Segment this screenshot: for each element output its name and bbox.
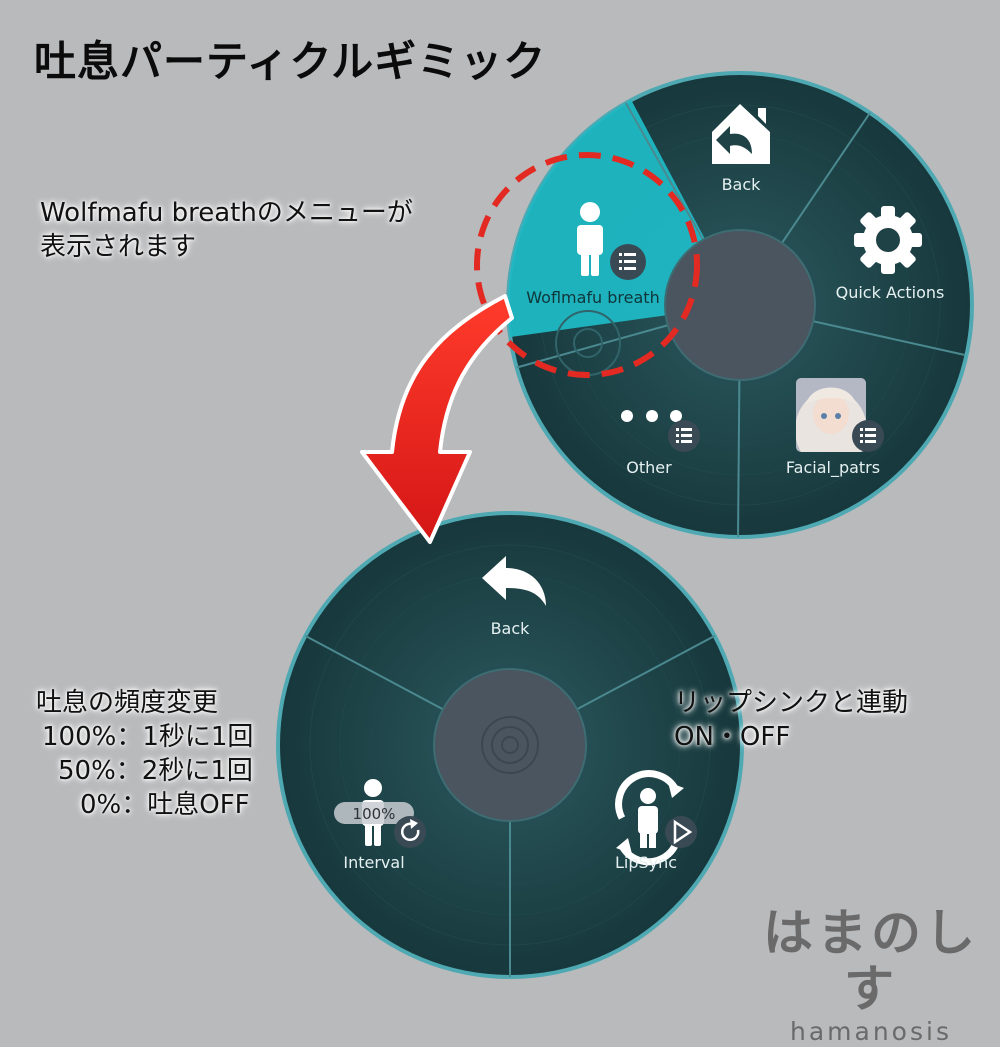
person-icon xyxy=(577,202,603,276)
menu-note: Wolfmafu breathのメニューが 表示されます xyxy=(40,196,413,264)
menu-note-line: Wolfmafu breathのメニューが xyxy=(40,198,413,228)
bottom-center-hub[interactable] xyxy=(433,668,587,822)
breath-label: Woflmafu breath xyxy=(526,288,659,307)
facial-label: Facial_patrs xyxy=(786,458,880,478)
top-menu-quick-actions-item[interactable]: Quick Actions xyxy=(836,206,945,302)
brand-logo: はまのしす hamanosis xyxy=(752,905,990,1047)
page-title: 吐息パーティクルギミック xyxy=(34,37,547,86)
bottom-menu-interval-item[interactable]: 100% Interval xyxy=(334,779,426,872)
top-menu-back-item[interactable]: Back xyxy=(712,104,770,194)
interval-label: Interval xyxy=(343,853,404,872)
lipsync-note-line: ON・OFF xyxy=(674,722,791,752)
radial-value-badge xyxy=(334,802,414,824)
list-icon xyxy=(610,244,646,280)
interval-note-line: 吐息の頻度変更 xyxy=(36,688,219,718)
home-back-icon xyxy=(712,104,770,164)
top-menu-facial-item[interactable]: Facial_patrs xyxy=(786,378,884,478)
lipsync-label: LipSync xyxy=(615,853,677,872)
lipsync-note: リップシンクと連動 ON・OFF xyxy=(674,686,908,754)
bottom-menu-back-item[interactable]: Back xyxy=(482,556,546,638)
list-icon xyxy=(852,420,884,452)
interval-note: 吐息の頻度変更 100%：1秒に1回 50%：2秒に1回 0%：吐息OFF xyxy=(36,686,253,822)
interval-value: 100% xyxy=(353,805,396,823)
red-arrow xyxy=(360,294,514,544)
scene: Back Quick Actions xyxy=(276,71,974,979)
dots-icon xyxy=(621,410,682,422)
stage: Back Quick Actions xyxy=(276,71,974,979)
highlight-circle xyxy=(474,152,700,378)
play-icon xyxy=(665,816,697,848)
top-back-label: Back xyxy=(722,175,762,194)
brand-name-jp: はまのしす xyxy=(763,904,979,1018)
lipsync-note-line: リップシンクと連動 xyxy=(674,688,909,718)
top-menu-other-item[interactable]: Other xyxy=(621,410,700,477)
back-arrow-icon xyxy=(482,556,546,606)
interval-note-line: 0%：吐息OFF xyxy=(80,790,250,820)
refresh-icon xyxy=(394,816,426,848)
hub-rings xyxy=(481,716,539,774)
top-menu-breath-item[interactable]: Woflmafu breath xyxy=(526,202,660,307)
gear-icon xyxy=(854,206,922,274)
other-label: Other xyxy=(626,458,672,477)
list-icon xyxy=(668,420,700,452)
bottom-back-label: Back xyxy=(491,619,531,638)
bottom-menu-lipsync-item[interactable]: LipSync xyxy=(615,770,697,872)
selected-wedge xyxy=(508,73,740,350)
interval-note-line: 100%：1秒に1回 xyxy=(42,722,254,752)
interval-note-line: 50%：2秒に1回 xyxy=(58,756,253,786)
quick-actions-label: Quick Actions xyxy=(836,283,945,302)
bottom-radial-menu xyxy=(276,511,744,979)
menu-note-line: 表示されます xyxy=(40,232,197,262)
top-center-hub[interactable] xyxy=(664,229,816,381)
brand-name-en: hamanosis xyxy=(790,1017,952,1046)
